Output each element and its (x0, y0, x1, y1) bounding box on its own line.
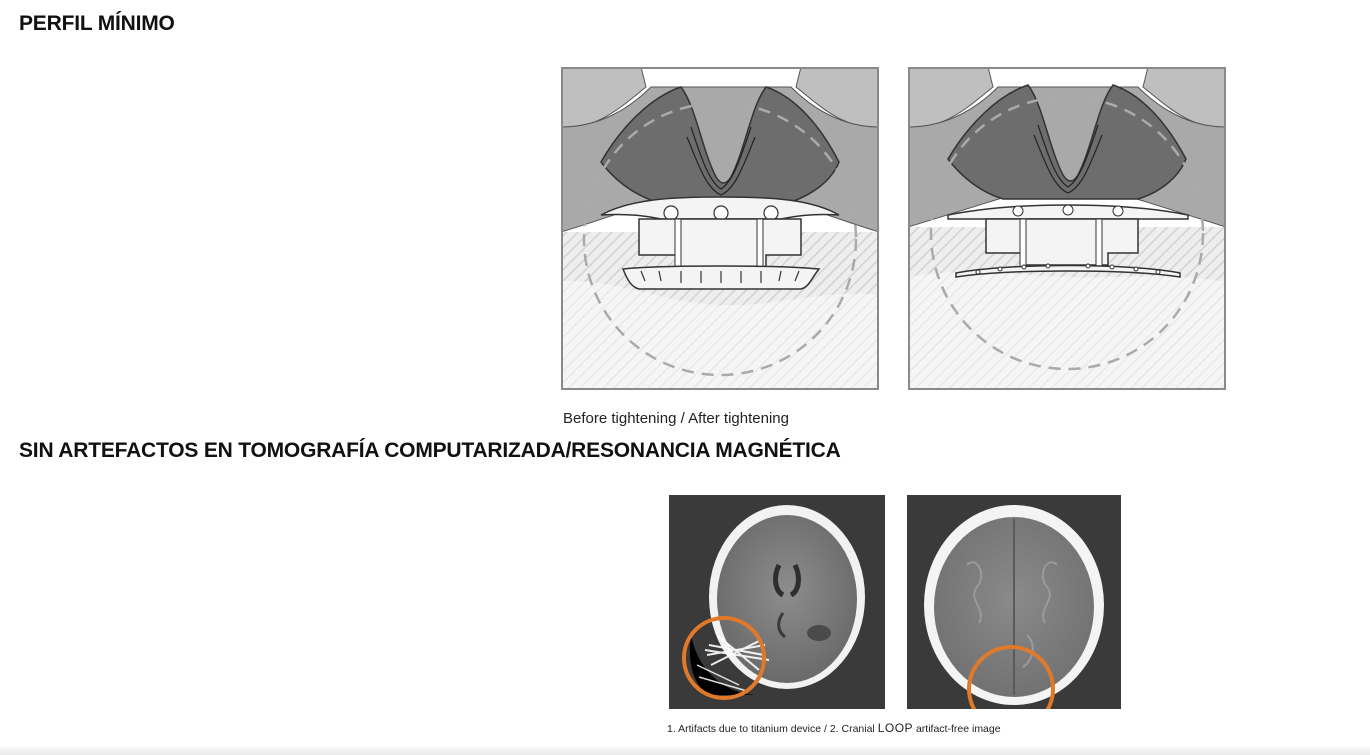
section-title-minimal-profile: PERFIL MÍNIMO (19, 12, 175, 35)
caption-tightening: Before tightening / After tightening (563, 410, 789, 427)
caption-ct-part2: artifact-free image (913, 723, 1001, 735)
caption-ct-comparison: 1. Artifacts due to titanium device / 2.… (667, 721, 1001, 735)
caption-ct-part1: 1. Artifacts due to titanium device / 2.… (667, 723, 878, 735)
caption-ct-brand: LOOP (877, 721, 914, 735)
illustration-before-tightening (561, 67, 879, 390)
ct-scan-titanium-artifacts (669, 495, 885, 709)
section-title-no-artifacts: SIN ARTEFACTOS EN TOMOGRAFÍA COMPUTARIZA… (19, 439, 841, 462)
ct-scan-artifact-free (907, 495, 1121, 709)
illustration-after-tightening (908, 67, 1226, 390)
bottom-edge (0, 747, 1370, 755)
